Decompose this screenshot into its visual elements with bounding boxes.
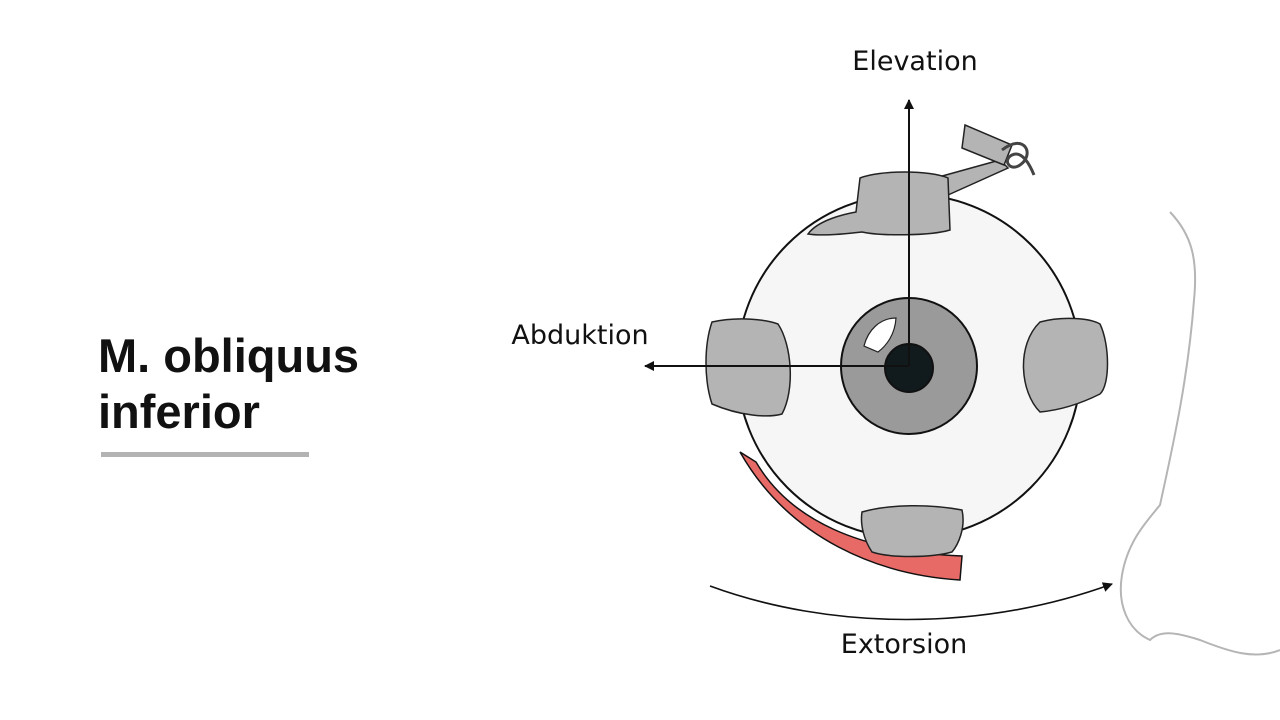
title-underline xyxy=(101,452,309,457)
superior-rectus-muscle xyxy=(806,171,951,236)
inferior-oblique-muscle xyxy=(739,451,963,581)
label-abduction: Abduktion xyxy=(511,320,648,351)
nose-outline xyxy=(1119,211,1280,656)
superior-oblique-tendon xyxy=(933,123,1036,196)
title-line-1: M. obliquus xyxy=(98,329,360,382)
label-elevation: Elevation xyxy=(852,46,977,77)
label-extorsion: Extorsion xyxy=(841,629,967,660)
extorsion-arrow xyxy=(709,582,1113,621)
medial-rectus-muscle xyxy=(1022,317,1109,413)
page-title: M. obliquus inferior xyxy=(98,328,428,440)
title-block: M. obliquus inferior xyxy=(98,328,428,457)
inferior-rectus-muscle xyxy=(860,504,964,558)
lateral-rectus-muscle xyxy=(705,318,791,417)
title-line-2: inferior xyxy=(98,385,260,438)
iris-highlight xyxy=(863,317,897,353)
